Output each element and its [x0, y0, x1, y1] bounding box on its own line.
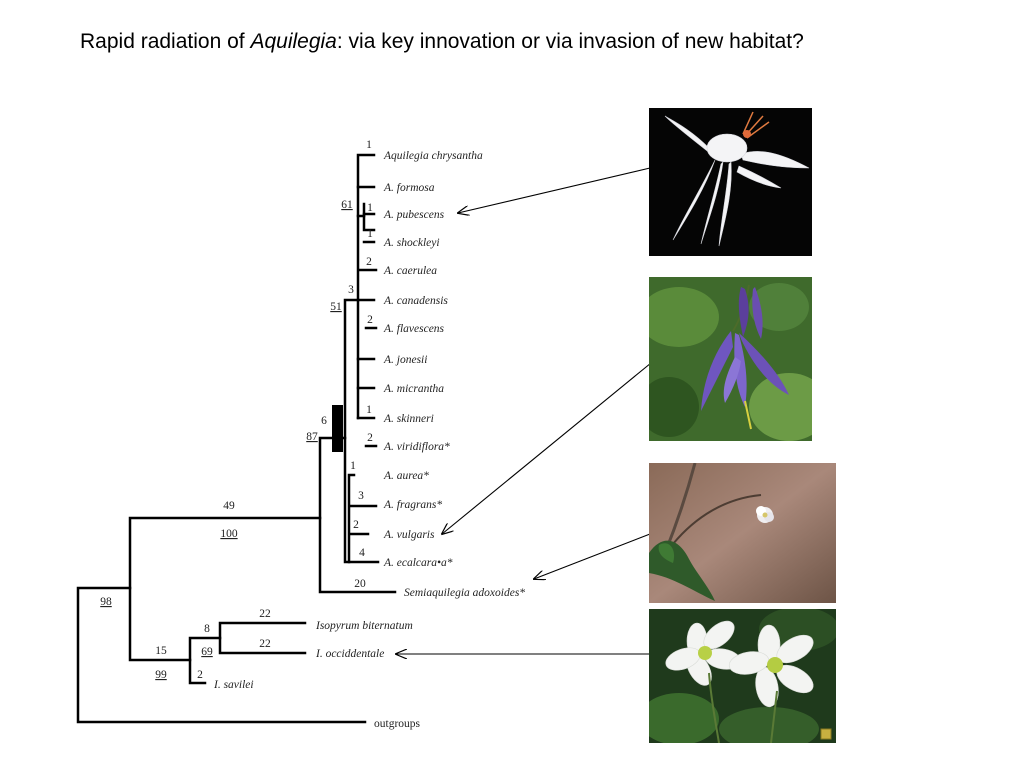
tree-branches	[76, 153, 397, 724]
taxon-label: A. jonesii	[383, 354, 427, 366]
branch-label: 1	[350, 460, 356, 472]
taxon-label: A. caerulea	[383, 265, 437, 277]
branch-label: 6	[321, 415, 327, 427]
branch-label: 2	[197, 669, 203, 681]
taxon-label: I. savilei	[213, 679, 254, 691]
branch-label: 49	[223, 500, 235, 512]
branch-label: 1	[366, 404, 372, 416]
branch-label: 3	[348, 284, 354, 296]
photo-arrows	[396, 167, 652, 654]
branch-label: 4	[359, 547, 365, 559]
branch-label: 3	[358, 490, 364, 502]
taxon-label: A. ecalcara•a*	[383, 557, 453, 569]
branch-label: 98	[100, 596, 112, 608]
branch-label: 100	[220, 528, 238, 540]
taxon-label: A. canadensis	[383, 295, 448, 307]
taxon-labels: Aquilegia chrysantha A. formosa A. pubes…	[213, 150, 525, 730]
taxon-label: Aquilegia chrysantha	[383, 150, 483, 162]
taxon-label: A. formosa	[383, 182, 435, 194]
branch-label: 61	[341, 199, 353, 211]
photo-white-anemone-flowers	[649, 609, 836, 743]
taxon-label: A. vulgaris	[383, 529, 435, 541]
taxon-label: I. occiddentale	[315, 648, 384, 660]
branch-label: 1	[367, 202, 373, 214]
taxon-label: Semiaquilegia adoxoides*	[404, 587, 525, 599]
taxon-label: A. fragrans*	[383, 499, 442, 511]
title-genus: Aquilegia	[250, 30, 337, 53]
page-title: Rapid radiation of Aquilegia: via key in…	[80, 30, 804, 54]
branch-label: 2	[367, 314, 373, 326]
branch-label: 51	[330, 301, 342, 313]
taxon-label: A. pubescens	[383, 209, 445, 221]
branch-label: 20	[354, 578, 366, 590]
branch-label: 22	[259, 608, 271, 620]
branch-label: 2	[367, 432, 373, 444]
taxon-label: A. aurea*	[383, 470, 429, 482]
branch-label: 69	[201, 646, 213, 658]
taxon-label: A. micrantha	[383, 383, 444, 395]
branch-label: 8	[204, 623, 210, 635]
title-prefix: Rapid radiation of	[80, 30, 251, 53]
taxon-label: A. viridiflora*	[383, 441, 450, 453]
branch-label: 87	[306, 431, 318, 443]
taxon-label: Isopyrum biternatum	[315, 620, 413, 632]
photo-purple-columbine	[649, 277, 812, 441]
arrow-to-pubescens	[458, 167, 651, 213]
branch-label: 15	[155, 645, 167, 657]
branch-label: 99	[155, 669, 167, 681]
photo-white-columbine	[649, 108, 812, 256]
branch-label: 22	[259, 638, 271, 650]
taxon-label: outgroups	[374, 718, 421, 730]
branch-label: 1	[367, 228, 373, 240]
arrow-to-semiaquilegia	[534, 533, 651, 579]
key-innovation-bar	[332, 405, 343, 452]
branch-label: 2	[353, 519, 359, 531]
photo-small-white-flower	[649, 463, 836, 603]
taxon-label: A. flavescens	[383, 323, 445, 335]
title-suffix: : via key innovation or via invasion of …	[336, 30, 804, 53]
branch-label: 1	[366, 139, 372, 151]
taxon-label: A. skinneri	[383, 413, 434, 425]
branch-label: 2	[366, 256, 372, 268]
arrow-to-vulgaris	[442, 362, 652, 534]
branch-labels: 1 61 1 1 2 3 51 2 1 2 6 87 1 3 2 4 49 10…	[100, 139, 373, 681]
taxon-label: A. shockleyi	[383, 237, 440, 249]
